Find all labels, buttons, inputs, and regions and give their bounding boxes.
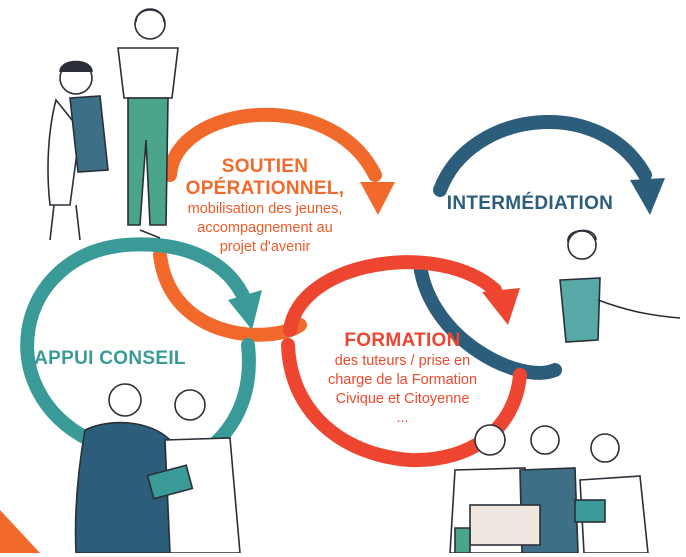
formation-line-3: Civique et Citoyenne	[335, 391, 470, 407]
arrowhead-icon	[228, 290, 262, 330]
person-illustration-icon	[117, 8, 179, 239]
soutien-line-2: accompagnement au	[197, 220, 333, 236]
formation-line-1: des tuteurs / prise en	[334, 353, 471, 369]
arrowhead-icon	[360, 182, 395, 215]
loop-formation	[281, 255, 527, 468]
corner-accent	[0, 510, 40, 553]
person-illustration-icon	[559, 229, 681, 343]
soutien-line-3: projet d'avenir	[219, 239, 311, 255]
label-soutien: SOUTIEN OPÉRATIONNEL, mobilisation des j…	[185, 156, 345, 257]
label-appui-conseil: APPUI CONSEIL	[34, 348, 186, 369]
person-illustration-icon	[449, 424, 649, 554]
formation-title: FORMATION	[344, 330, 461, 351]
label-formation: FORMATION des tuteurs / prise en charge …	[310, 330, 495, 428]
soutien-title-1: SOUTIEN	[221, 156, 309, 177]
loop-intermediation	[413, 115, 665, 380]
soutien-line-1: mobilisation des jeunes,	[187, 201, 343, 217]
arrowhead-icon	[630, 178, 665, 215]
soutien-title-2: OPÉRATIONNEL,	[185, 178, 345, 199]
person-illustration-icon	[47, 60, 109, 241]
arrowhead-icon	[482, 288, 520, 325]
person-illustration-icon	[74, 383, 241, 554]
formation-line-2: charge de la Formation	[327, 372, 478, 388]
formation-line-4: ...	[396, 410, 409, 426]
label-intermediation: INTERMÉDIATION	[446, 193, 614, 214]
